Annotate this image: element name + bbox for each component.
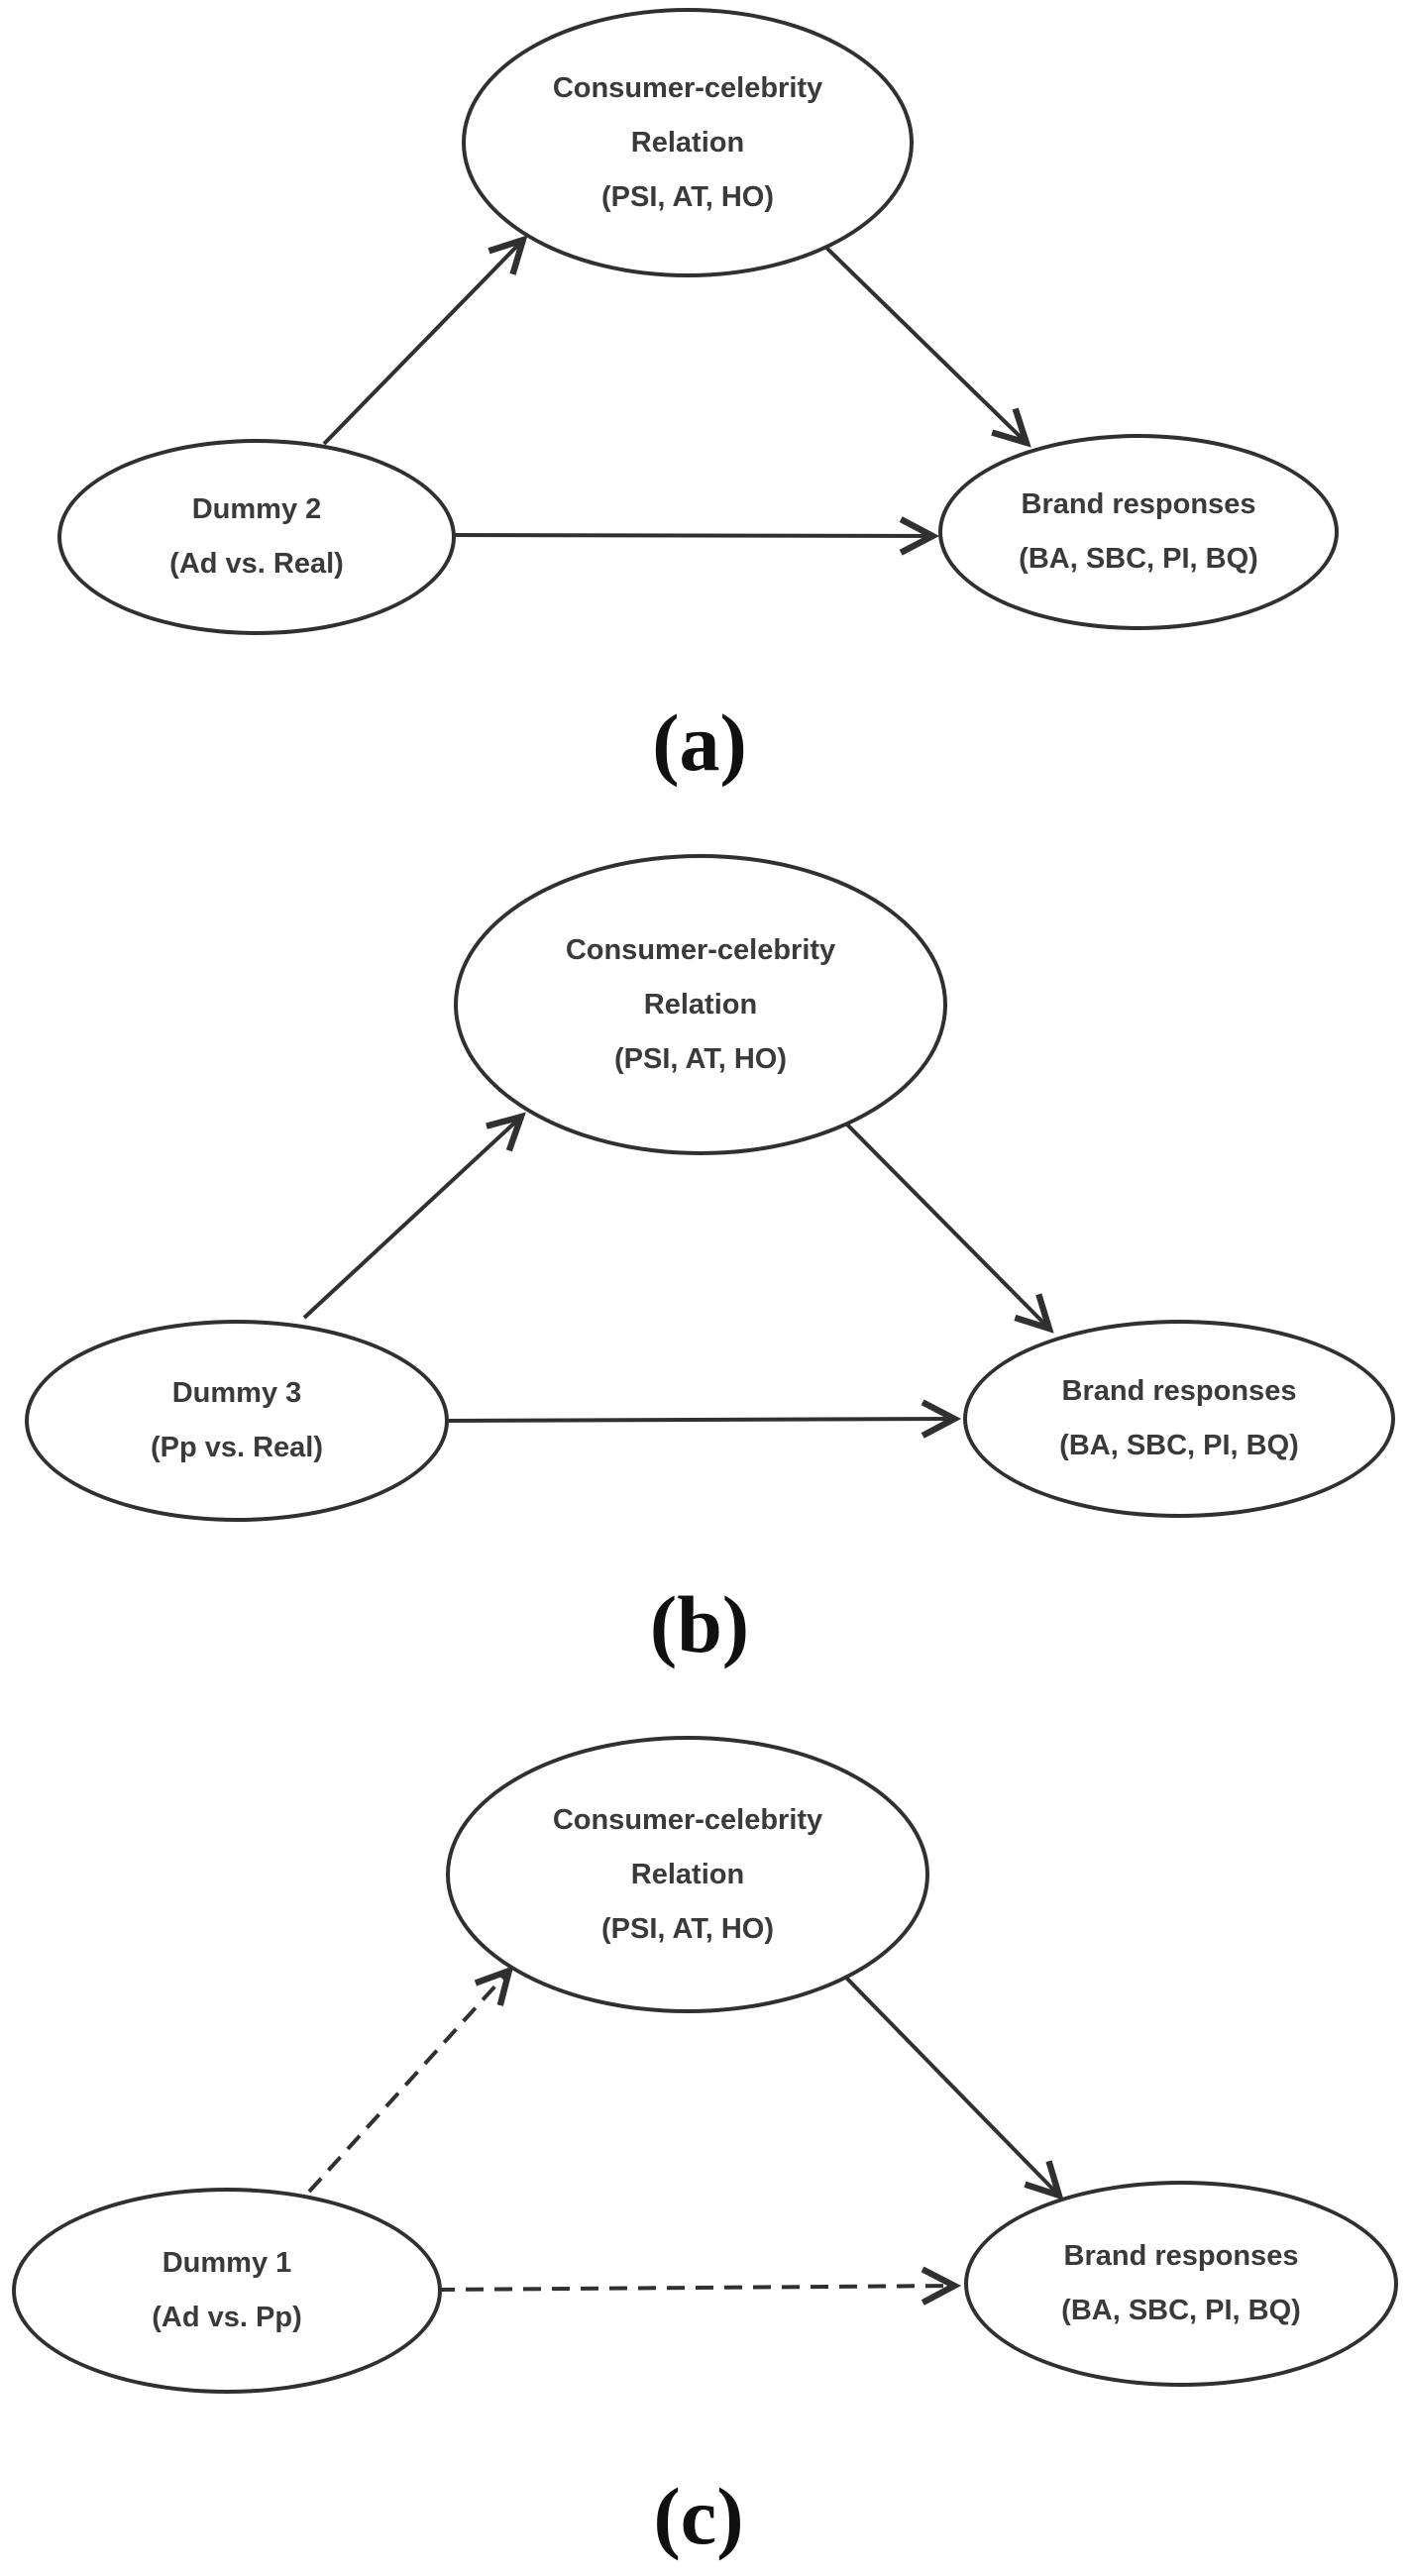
edge-a-predictor-to-mediator (322, 235, 528, 446)
outcome-node: Brand responses (BA, SBC, PI, BQ) (938, 434, 1339, 630)
node-text-line: Brand responses (1061, 1375, 1297, 1407)
outcome-node: Brand responses (BA, SBC, PI, BQ) (964, 2181, 1398, 2387)
edge-b-predictor-to-mediator (302, 1112, 526, 1320)
edge-b-mediator-to-outcome (845, 1123, 1054, 1334)
node-text-line: Dummy 3 (171, 1377, 302, 1409)
node-text-line: Consumer-celebrity (552, 71, 823, 104)
node-text-line: (PSI, AT, HO) (614, 1042, 787, 1075)
node-text-line: Relation (630, 126, 745, 159)
node-text-line: (Ad vs. Pp) (152, 2302, 302, 2333)
outcome-node: Brand responses (BA, SBC, PI, BQ) (963, 1320, 1395, 1518)
edge-c-mediator-to-outcome (844, 1976, 1064, 2200)
edge-c-predictor-to-mediator (307, 1966, 514, 2194)
panel-label-a: (a) (652, 698, 747, 788)
node-text-line: (PSI, AT, HO) (601, 1912, 774, 1945)
node-text-line: Dummy 2 (191, 493, 322, 525)
node-text-line: (BA, SBC, PI, BQ) (1059, 1430, 1299, 1461)
node-text-line: Brand responses (1021, 488, 1256, 520)
edge-b-predictor-to-outcome (443, 1399, 962, 1439)
node-text-line: (Ad vs. Real) (169, 548, 344, 580)
node-text-line: Dummy 1 (162, 2247, 292, 2279)
edge-a-mediator-to-outcome (820, 242, 1031, 448)
mediator-node: Consumer-celebrity Relation (PSI, AT, HO… (446, 1736, 929, 2013)
edge-c-predictor-to-outcome (436, 2266, 962, 2306)
mediator-node: Consumer-celebrity Relation (PSI, AT, HO… (462, 8, 914, 277)
node-text-line: Consumer-celebrity (552, 1803, 823, 1836)
node-text-line: (PSI, AT, HO) (601, 180, 774, 213)
node-text-line: Relation (630, 1858, 745, 1890)
node-text-line: (Pp vs. Real) (150, 1432, 324, 1463)
mediator-node: Consumer-celebrity Relation (PSI, AT, HO… (454, 854, 947, 1155)
panel-label-c: (c) (653, 2471, 744, 2561)
node-text-line: Brand responses (1063, 2240, 1299, 2272)
node-text-line: Relation (643, 988, 758, 1020)
node-text-line: Consumer-celebrity (565, 933, 836, 966)
panel-label-b: (b) (649, 1579, 750, 1669)
node-text-line: (BA, SBC, PI, BQ) (1061, 2295, 1301, 2326)
predictor-node: Dummy 3 (Pp vs. Real) (25, 1320, 449, 1522)
node-text-line: (BA, SBC, PI, BQ) (1019, 543, 1258, 575)
predictor-node: Dummy 2 (Ad vs. Real) (57, 439, 456, 635)
edge-a-predictor-to-outcome (450, 516, 940, 556)
predictor-node: Dummy 1 (Ad vs. Pp) (12, 2188, 442, 2394)
